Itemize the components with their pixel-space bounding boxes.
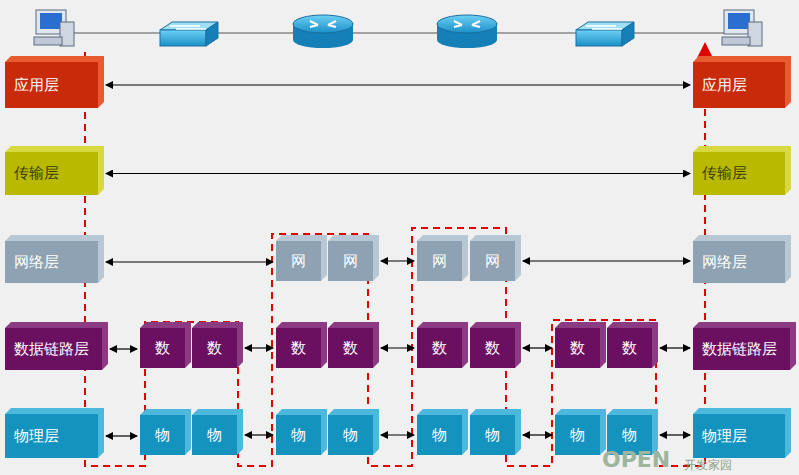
layer-name: 数 [622,339,637,358]
layer-box: 数据链路层 [693,328,790,370]
peer-arrow [106,84,690,85]
switch-icon [160,22,218,46]
layer-box: 物 [276,415,321,455]
layer-name: 物 [432,426,447,445]
layer-box: 网络层 [693,241,785,283]
layer-name: 物理层 [14,427,59,446]
layer-name: 网 [343,252,358,271]
peer-arrow [660,347,690,348]
peer-arrow [106,173,690,174]
layer-box: 物理层 [5,414,98,458]
layer-name: 物 [485,426,500,445]
peer-arrow [106,261,273,262]
peer-arrow [523,347,552,348]
peer-arrow [523,260,690,261]
watermark: OPEN [602,449,670,471]
switch-icon [576,22,634,46]
layer-box: 物 [140,415,185,455]
layer-name: 数 [343,339,358,358]
layer-box: 物 [470,415,515,455]
layer-box: 物理层 [693,414,785,458]
layer-name: 数 [485,339,500,358]
layer-name: 网络层 [14,253,59,272]
layer-name: 物理层 [702,427,747,446]
peer-arrow [523,434,552,435]
layer-name: 应用层 [702,76,747,95]
layer-box: 应用层 [693,62,785,108]
layer-box: 数 [276,328,321,368]
layer-name: 物 [570,426,585,445]
layer-box: 数 [417,328,462,368]
peer-arrow [110,348,137,349]
layer-name: 数 [155,339,170,358]
layer-name: 网 [291,252,306,271]
layer-name: 物 [207,426,222,445]
layer-name: 数据链路层 [702,340,777,359]
layer-box: 物 [192,415,237,455]
layer-name: 数据链路层 [14,340,89,359]
peer-arrow [381,347,414,348]
layer-box: 数 [607,328,652,368]
layer-name: 传输层 [14,164,59,183]
layer-name: 物 [155,426,170,445]
layer-box: 数 [470,328,515,368]
layer-name: 物 [622,426,637,445]
layer-name: 传输层 [702,164,747,183]
layer-box: 网 [417,241,462,281]
layer-name: 应用层 [14,76,59,95]
peer-arrow [245,347,273,348]
layer-name: 数 [570,339,585,358]
data-path [85,50,705,466]
peer-arrow [245,434,273,435]
layer-name: 网 [485,252,500,271]
peer-arrow [660,434,690,435]
layer-box: 网络层 [5,241,98,283]
layer-name: 数 [291,339,306,358]
layer-name: 数 [207,339,222,358]
layer-box: 传输层 [5,152,98,195]
layer-box: 物 [417,415,462,455]
layer-box: 网 [328,241,373,281]
watermark: 开发家园 [684,459,732,471]
layer-box: 数 [192,328,237,368]
layer-box: 应用层 [5,62,98,108]
layer-box: 数 [555,328,600,368]
peer-arrow [381,260,414,261]
router-icon [437,15,497,48]
computer-icon [34,10,74,46]
layer-box: 数 [140,328,185,368]
layer-name: 网 [432,252,447,271]
layer-name: 数 [432,339,447,358]
peer-arrow [381,434,414,435]
layer-box: 数 [328,328,373,368]
peer-arrow [106,435,137,436]
layer-box: 物 [328,415,373,455]
layer-box: 网 [470,241,515,281]
layer-name: 网络层 [702,253,747,272]
computer-icon [722,10,762,46]
layer-box: 网 [276,241,321,281]
layer-box: 数据链路层 [5,328,102,370]
router-icon [293,15,353,48]
layer-box: 传输层 [693,152,785,195]
layer-box: 物 [555,415,600,455]
layer-name: 物 [343,426,358,445]
layer-name: 物 [291,426,306,445]
